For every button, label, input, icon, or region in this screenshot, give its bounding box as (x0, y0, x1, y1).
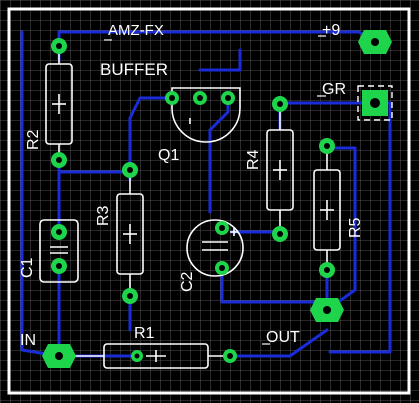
r2-label: R2 (25, 129, 42, 150)
title-label: AMZ-FX (108, 22, 164, 39)
r3-label: R3 (95, 205, 112, 226)
r1-label: R1 (134, 325, 155, 342)
output-label: OUT (266, 329, 300, 346)
r4-label: R4 (245, 149, 262, 170)
trace-q1-emitter (208, 98, 230, 214)
r5-label: R5 (347, 217, 364, 238)
supply-label: +9 (322, 22, 340, 39)
trace-r1-right (228, 328, 329, 358)
trace-q1-collector (128, 96, 174, 172)
c2-body (186, 219, 244, 277)
subtitle-label: BUFFER (100, 60, 168, 79)
pads (42, 30, 393, 368)
labels: AMZ-FX BUFFER +9 GR IN OUT R1 R2 R3 R4 R… (19, 22, 364, 349)
q1-label: Q1 (158, 147, 179, 164)
trace-q1-top (198, 48, 242, 72)
trace-c2-out (220, 268, 329, 304)
board-outline (7, 7, 411, 395)
ground-label: GR (322, 81, 346, 98)
trace-r5-to-out (325, 146, 357, 312)
c1-label: C1 (19, 257, 36, 278)
c2-label: C2 (179, 271, 196, 292)
c1-body (39, 219, 79, 283)
input-label: IN (20, 332, 36, 349)
q1-body (171, 87, 241, 143)
